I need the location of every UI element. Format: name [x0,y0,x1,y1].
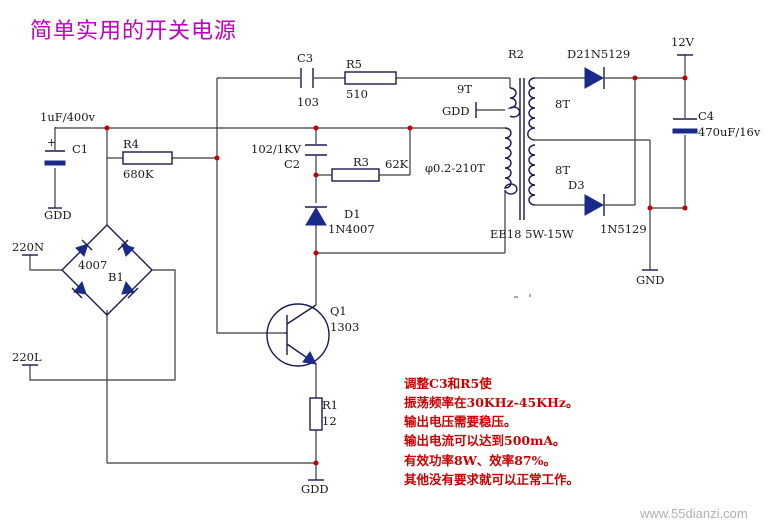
junction-dot [313,125,319,131]
junction-dot [647,205,653,211]
transformer-r2 [504,77,536,220]
label-bridge: B1 [108,270,124,284]
label-d3-value: 1N5129 [600,222,647,236]
note-line: 输出电压需要稳压。 [404,414,517,429]
label-8t-b: 8T [555,163,570,177]
resistor-r4 [122,151,173,165]
label-220n: 220N [12,240,44,254]
label-9t: 9T [457,82,472,96]
watermark: www.55dianzi.com [639,506,748,521]
capacitor-c4 [672,118,698,134]
label-winding: φ0.2-210T [425,161,485,175]
transistor-q1 [266,303,330,367]
junction-dots [104,75,688,466]
label-q1: Q1 [330,304,347,318]
resistor-r3 [331,168,380,182]
note-line: 有效功率8W、效率87%。 [404,453,556,468]
label-gdd-c1: GDD [44,208,72,222]
label-c1: C1 [72,142,88,156]
resistor-r5 [344,71,397,85]
resistor-r1 [309,397,323,431]
label-r5-value: 510 [346,87,368,101]
junction-dot [104,125,110,131]
label-r4: R4 [123,137,139,151]
label-d1: D1 [344,207,361,221]
label-r2: R2 [508,47,524,61]
diode-d2 [584,67,605,89]
label-gdd-transformer: GDD [442,104,470,118]
junction-dot [682,75,688,81]
junction-dot [313,250,319,256]
label-8t-a: 8T [555,97,570,111]
capacitor-c1: + [44,136,66,166]
junction-dot [682,205,688,211]
label-c3-value: 103 [297,95,319,109]
component-labels: C3 103 R5 510 R2 D21N5129 12V 1uF/400v C… [12,35,761,496]
label-c2-rating: 102/1KV [251,142,302,156]
diode-d3 [584,194,605,216]
label-220l: 220L [12,350,42,364]
capacitor-c2 [305,144,327,156]
notes-block: 调整C3和R5使 振荡频率在30KHz-45KHz。 输出电压需要稳压。 输出电… [404,376,579,487]
label-core: EE18 5W-15W [490,227,574,241]
diagram-title: 简单实用的开关电源 [30,19,237,44]
label-r1: R1 [322,398,338,412]
diode-d1 [305,206,327,226]
wires [29,55,686,480]
label-c1-rating: 1uF/400v [40,110,96,124]
bridge-rectifier-b1 [61,224,153,316]
label-r3: R3 [353,155,369,169]
label-r3-value: 62K [385,157,409,171]
label-d3: D3 [568,178,585,192]
label-c4-value: 470uF/16v [698,125,761,139]
note-line: 振荡频率在30KHz-45KHz。 [404,395,579,410]
label-q1-value: 1303 [330,320,359,334]
junction-dot [407,125,413,131]
label-r1-value: 12 [322,414,337,428]
junction-dot [632,75,638,81]
label-d2: D21N5129 [567,47,630,61]
junction-dot [214,155,220,161]
note-line: 其他没有要求就可以正常工作。 [404,472,579,487]
junction-dot [313,172,319,178]
label-12v: 12V [671,35,695,49]
note-line: 输出电流可以达到500mA。 [404,433,566,448]
label-c2: C2 [284,157,300,171]
capacitor-c3 [300,68,314,88]
label-gdd-bottom: GDD [301,482,329,496]
label-d1-value: 1N4007 [328,222,375,236]
label-gnd: GND [636,273,664,287]
note-line: 调整C3和R5使 [404,376,492,391]
label-r5: R5 [346,57,362,71]
label-bridge-value: 4007 [78,258,107,272]
label-c4: C4 [698,109,714,123]
label-c3: C3 [297,51,313,65]
svg-text:+: + [47,136,56,149]
label-r4-value: 680K [123,167,154,181]
junction-dot [313,460,319,466]
